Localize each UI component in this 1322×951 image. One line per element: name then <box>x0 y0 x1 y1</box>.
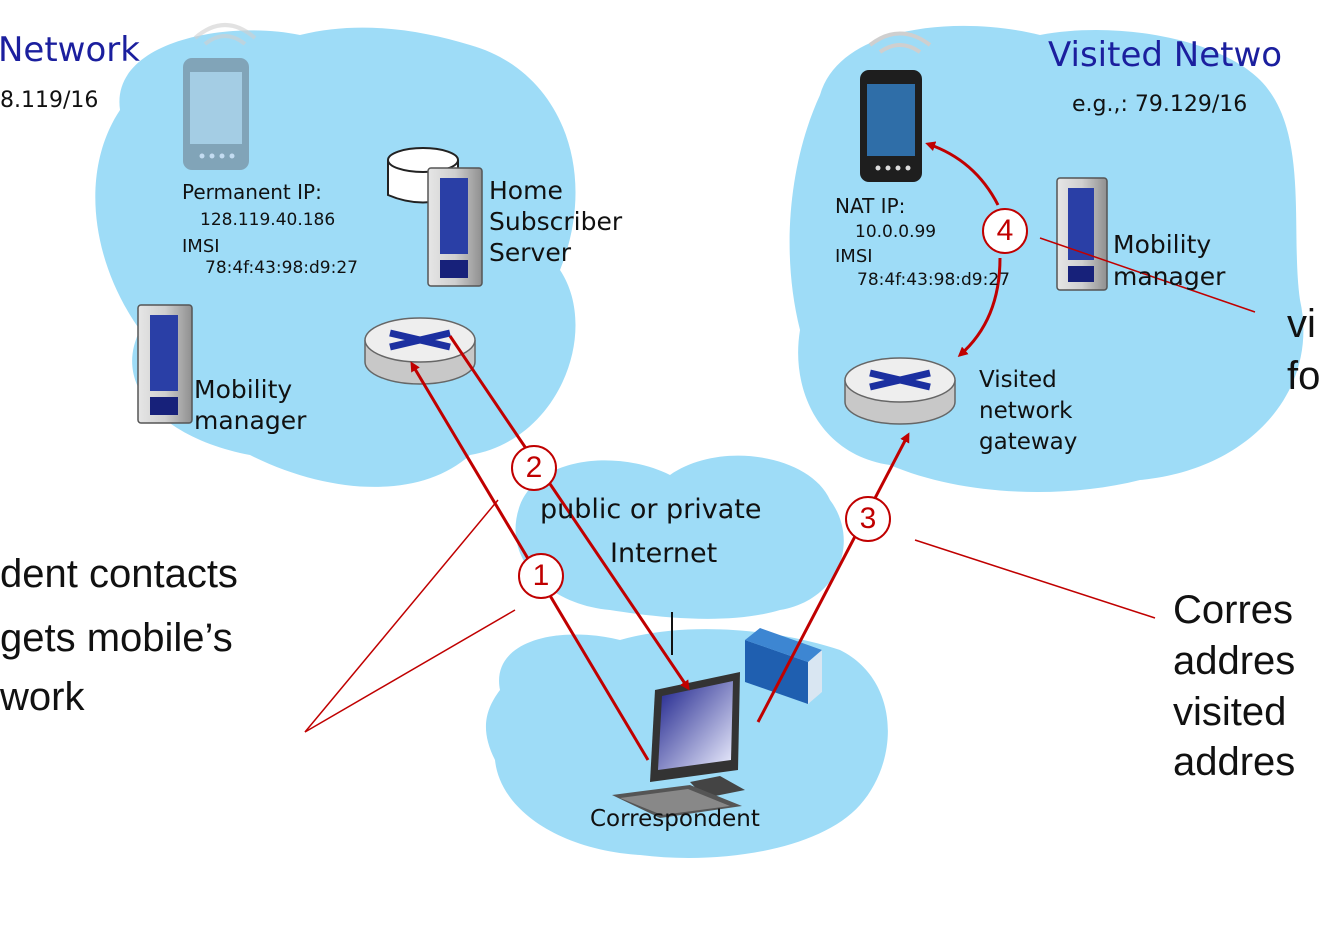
annotation-line-left-1 <box>304 499 499 733</box>
step-2-badge: 2 <box>511 445 557 491</box>
visited-mm-label-line2: manager <box>1113 262 1226 291</box>
right-top-annotation-line2: fo <box>1287 354 1321 398</box>
hss-label-line2: Subscriber <box>489 207 623 236</box>
right-annotation-line1: Corres <box>1173 588 1294 632</box>
correspondent-label: Correspondent <box>590 806 760 832</box>
right-annotation-line2: addres <box>1173 639 1296 683</box>
visited-mobility-manager-icon <box>1056 177 1108 291</box>
home-network-prefix: 8.119/16 <box>0 88 99 113</box>
home-mm-label-line2: manager <box>194 406 307 435</box>
right-annotation-line3: visited <box>1173 690 1287 734</box>
annotation-line-right-bottom <box>914 539 1156 619</box>
right-top-annotation-line1: vi <box>1287 302 1316 346</box>
visited-imsi-value: 78:4f:43:98:d9:27 <box>857 270 1010 290</box>
annotation-line-right-top <box>1039 237 1256 313</box>
hss-label-line3: Server <box>489 238 571 267</box>
arrow-step-3 <box>756 432 910 723</box>
step-4-badge: 4 <box>982 208 1028 254</box>
arrow-step-2 <box>448 335 690 691</box>
visited-network-prefix: e.g.,: 79.129/16 <box>1072 92 1248 117</box>
step-1-badge: 1 <box>518 553 564 599</box>
arrow-step-4-up <box>925 141 1000 206</box>
visited-mm-label-line1: Mobility <box>1113 230 1212 259</box>
internet-cloud <box>515 455 844 619</box>
firewall-icon <box>745 628 822 704</box>
step-3-badge: 3 <box>845 496 891 542</box>
left-annotation-line2: gets mobile’s <box>0 616 233 660</box>
gateway-label-line1: Visited <box>979 367 1057 393</box>
left-annotation-line3: work <box>0 675 85 719</box>
home-network-title: Network <box>0 30 140 70</box>
arrow-step-4-down <box>957 257 1002 357</box>
gateway-label-line3: gateway <box>979 429 1078 455</box>
correspondent-computer-icon <box>612 672 745 818</box>
visited-imsi-label: IMSI <box>835 246 873 267</box>
left-annotation-line1: dent contacts <box>0 552 238 596</box>
visited-phone-icon <box>860 31 932 182</box>
right-annotation-line4: addres <box>1173 740 1296 784</box>
gateway-label-line2: network <box>979 398 1073 424</box>
internet-label-line1: public or private <box>540 494 762 525</box>
nat-ip-label: NAT IP: <box>835 194 906 218</box>
annotation-line-left-2 <box>304 609 516 733</box>
visited-gateway-router-icon <box>844 357 956 425</box>
nat-ip-value: 10.0.0.99 <box>855 222 937 242</box>
home-imsi-value: 78:4f:43:98:d9:27 <box>205 258 358 278</box>
hss-label-line1: Home <box>489 176 563 205</box>
home-permanent-ip-value: 128.119.40.186 <box>200 210 336 230</box>
home-permanent-ip-label: Permanent IP: <box>182 180 322 204</box>
home-phone-icon <box>183 23 257 170</box>
home-mobility-manager-icon <box>137 304 193 424</box>
home-mm-label-line1: Mobility <box>194 375 293 404</box>
home-router-icon <box>364 317 476 385</box>
home-imsi-label: IMSI <box>182 236 220 257</box>
internet-label-line2: Internet <box>610 538 718 569</box>
visited-network-title: Visited Netwo <box>1048 35 1283 75</box>
hss-server-icon <box>427 167 483 287</box>
